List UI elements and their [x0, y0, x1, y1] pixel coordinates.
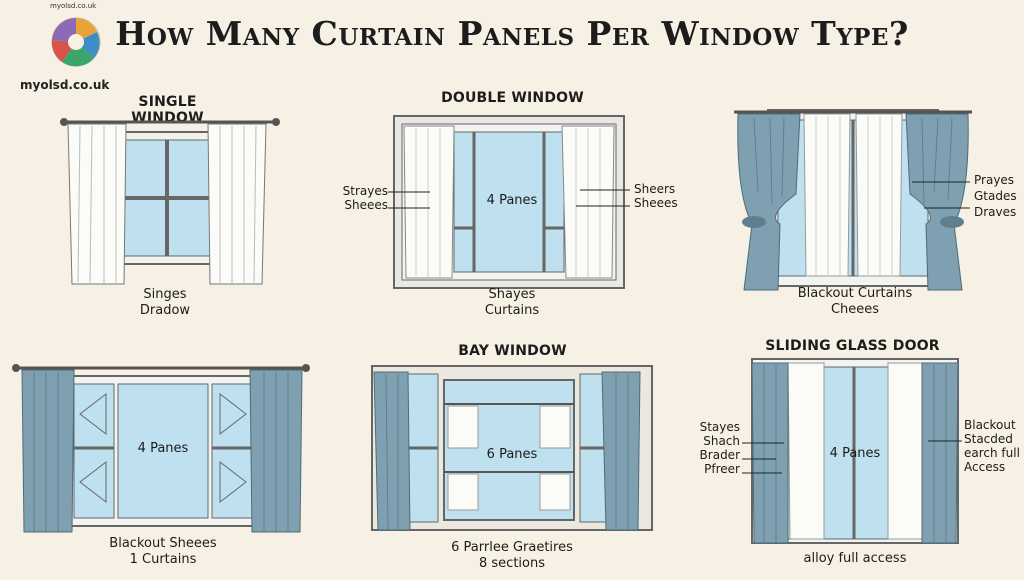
single-window-caption: Singes Dradow: [139, 287, 191, 318]
sliding-door-pane-label: 4 Panes: [829, 446, 881, 461]
bottom-left-pane-label: 4 Panes: [137, 441, 189, 456]
sliding-door-caption: alloy full access: [803, 551, 907, 566]
bottom-left-caption: Blackout Sheees 1 Curtains: [109, 536, 217, 567]
bay-window-caption: 6 Parrlee Graetires 8 sections: [451, 540, 573, 571]
sliding-door-left-labels: Stayes Shach Brader Pfreer: [699, 420, 740, 476]
blackout-right-labels: Prayes Gtades Draves: [974, 173, 1017, 219]
double-window-right-labels: Sheers Sheees: [634, 182, 678, 210]
sliding-door-title: SLIDING GLASS DOOR: [765, 338, 940, 354]
blackout-caption: Blackout Curtains Cheees: [797, 286, 913, 317]
logo-text: myolsd.co.uk: [20, 78, 110, 92]
logo-icon: [51, 17, 101, 67]
logo-top-text: myolsd.co.uk: [50, 2, 97, 10]
double-window-title: DOUBLE WINDOW: [441, 90, 584, 106]
double-window-left-labels: Strayes Sheees: [342, 184, 388, 212]
page-title: How Many Curtain Panels Per Window Type?: [115, 14, 909, 53]
sliding-door-illustration: [742, 358, 962, 544]
single-window-illustration: [60, 118, 280, 285]
double-window-illustration: [388, 115, 630, 289]
bay-window-title: BAY WINDOW: [458, 343, 567, 359]
bay-window-pane-label: 6 Panes: [486, 447, 538, 462]
bay-window-illustration: [371, 365, 653, 531]
double-window-caption: Shayes Curtains: [484, 287, 540, 318]
double-window-pane-label: 4 Panes: [486, 193, 538, 208]
sliding-door-right-labels: Blackout Stacded earch full Access: [964, 418, 1020, 474]
blackout-window-illustration: [734, 109, 972, 291]
bottom-left-window-illustration: [12, 364, 310, 533]
